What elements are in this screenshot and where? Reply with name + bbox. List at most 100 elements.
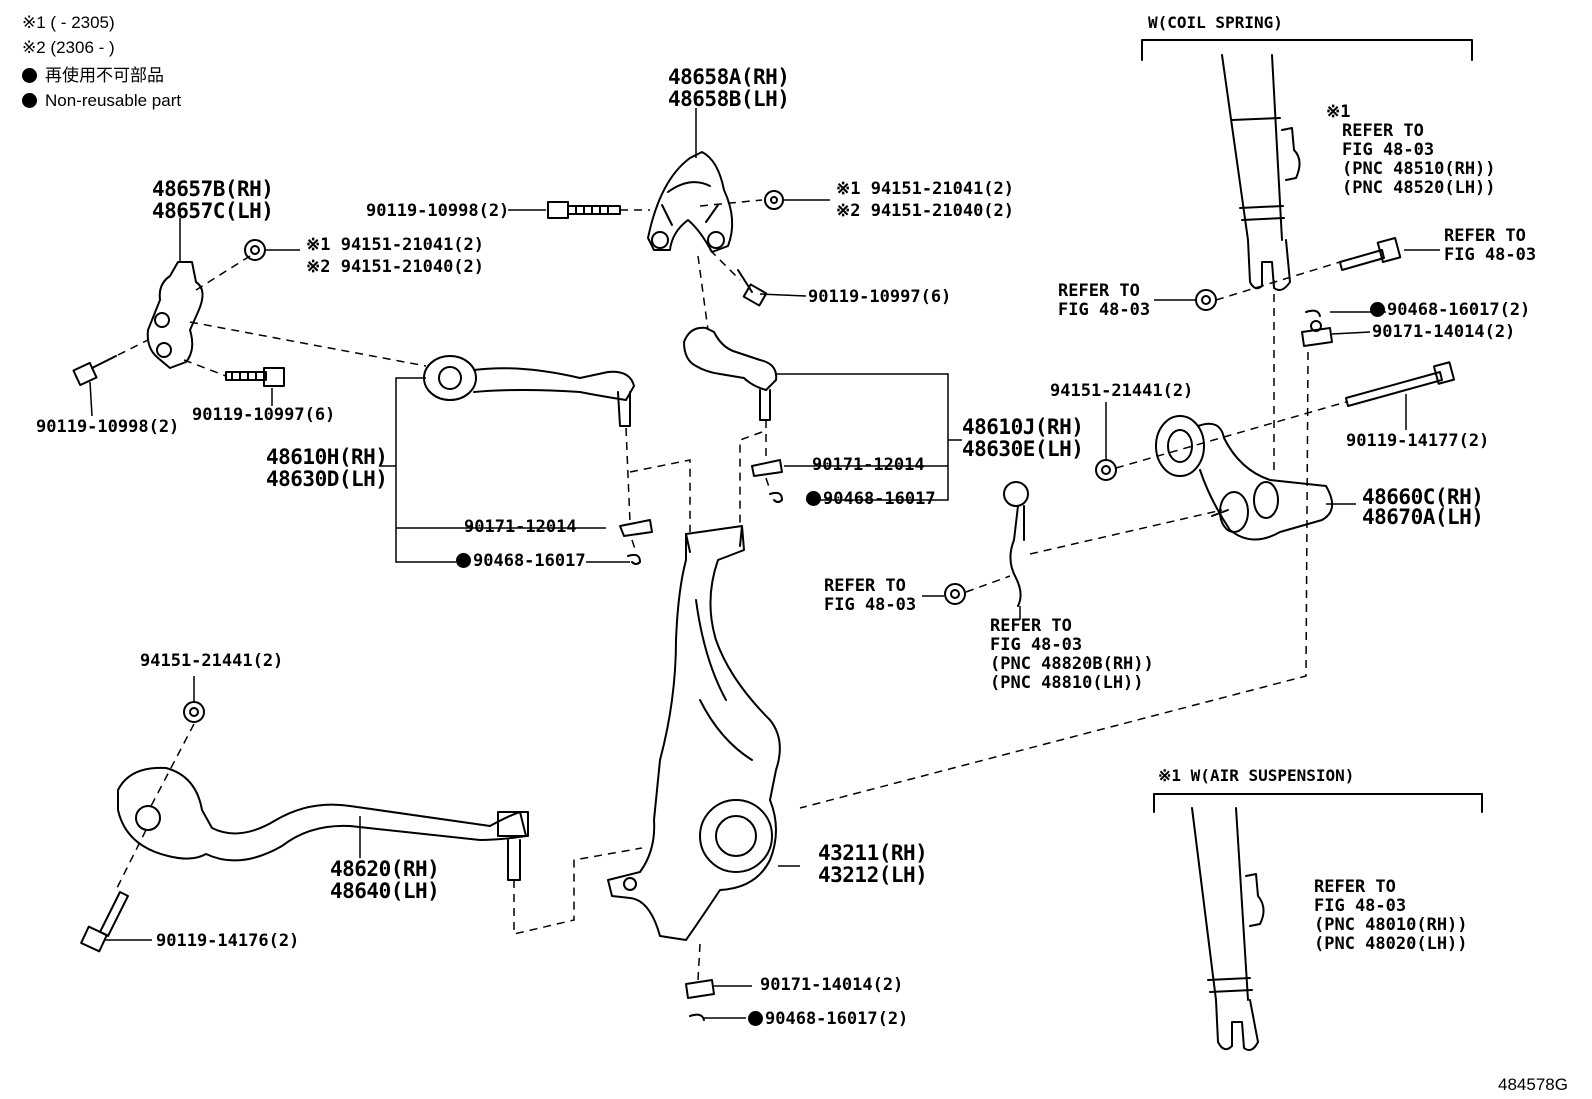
nonreusable-dot-icon bbox=[22, 68, 37, 83]
refer-coil-line-5[interactable]: (PNC 48520(LH)) bbox=[1342, 178, 1496, 198]
refer-coil-line-2[interactable]: REFER TO bbox=[1342, 121, 1424, 141]
upper-arm-shape bbox=[647, 151, 734, 253]
part-90119-10997-left[interactable]: 90119-10997(6) bbox=[192, 405, 336, 425]
coil-spring-header: W(COIL SPRING) bbox=[1148, 13, 1283, 32]
part-94151-21040-top[interactable]: ※2 94151-21040(2) bbox=[836, 201, 1015, 221]
upper-nut-shape bbox=[764, 190, 784, 210]
upper-small-bolt-shape bbox=[737, 269, 768, 307]
legend-jp-text: 再使用不可部品 bbox=[45, 66, 164, 85]
bracket-bolt-right-shape bbox=[225, 367, 285, 387]
coil-bolt-shape bbox=[1339, 237, 1402, 271]
nonreusable-dot-icon bbox=[22, 93, 37, 108]
part-90171-12014-left[interactable]: 90171-12014 bbox=[464, 517, 577, 537]
cotter-pin-left bbox=[627, 553, 641, 565]
part-48670A[interactable]: 48670A(LH) bbox=[1362, 505, 1484, 529]
nonreusable-dot-icon bbox=[748, 1011, 763, 1026]
stab-nut-shape bbox=[944, 583, 966, 605]
castle-nut-left bbox=[619, 519, 653, 537]
part-48658B[interactable]: 48658B(LH) bbox=[668, 87, 790, 111]
part-90468-16017-left[interactable]: 90468-16017 bbox=[456, 552, 586, 571]
part-90468-16017-right[interactable]: 90468-16017 bbox=[806, 490, 936, 509]
legend-nonreusable-jp: 再使用不可部品 bbox=[22, 63, 164, 88]
part-48620[interactable]: 48620(RH) bbox=[330, 857, 440, 881]
coil-nut-shape bbox=[1195, 289, 1217, 311]
cotter-pin-right bbox=[769, 491, 783, 503]
castle-nut-right bbox=[751, 459, 783, 477]
refer-air-line-3[interactable]: (PNC 48010(RH)) bbox=[1314, 915, 1468, 935]
part-90468-16017-bottom[interactable]: 90468-16017(2) bbox=[748, 1010, 908, 1029]
part-94151-21040-left[interactable]: ※2 94151-21040(2) bbox=[306, 257, 485, 277]
refer-left-line-2[interactable]: FIG 48-03 bbox=[1058, 300, 1151, 320]
knuckle-nut-shape bbox=[685, 979, 715, 999]
part-94151-21041-top[interactable]: ※1 94151-21041(2) bbox=[836, 179, 1015, 199]
part-48658A[interactable]: 48658A(RH) bbox=[668, 65, 790, 89]
part-94151-21441-mid[interactable]: 94151-21441(2) bbox=[1050, 381, 1194, 401]
pin-top-right bbox=[1305, 309, 1321, 317]
part-number-text: 90468-16017 bbox=[473, 551, 586, 571]
coil-strut-shape bbox=[1221, 54, 1301, 291]
arm-j-shape bbox=[683, 326, 778, 421]
part-90468-16017-top[interactable]: 90468-16017(2) bbox=[1370, 301, 1530, 320]
figure-id: 484578G bbox=[1498, 1075, 1568, 1094]
part-90171-12014-right[interactable]: 90171-12014 bbox=[812, 455, 925, 475]
part-48640[interactable]: 48640(LH) bbox=[330, 879, 440, 903]
part-90171-14014-bottom[interactable]: 90171-14014(2) bbox=[760, 975, 904, 995]
arm-h-shape bbox=[423, 355, 635, 427]
refer-mid-line-2[interactable]: FIG 48-03 bbox=[824, 595, 917, 615]
refer-right-line-2[interactable]: FIG 48-03 bbox=[1444, 245, 1537, 265]
part-43211[interactable]: 43211(RH) bbox=[818, 841, 928, 865]
part-90119-14176[interactable]: 90119-14176(2) bbox=[156, 931, 300, 951]
refer-stab-line-1[interactable]: REFER TO bbox=[990, 616, 1072, 636]
part-48610H[interactable]: 48610H(RH) bbox=[266, 445, 388, 469]
part-43212[interactable]: 43212(LH) bbox=[818, 863, 928, 887]
nonreusable-dot-icon bbox=[806, 491, 821, 506]
air-strut-shape bbox=[1191, 807, 1265, 1051]
part-90119-14177[interactable]: 90119-14177(2) bbox=[1346, 431, 1490, 451]
air-suspension-bracket-line bbox=[1153, 793, 1483, 813]
part-48630D[interactable]: 48630D(LH) bbox=[266, 467, 388, 491]
part-90171-14014-top[interactable]: 90171-14014(2) bbox=[1372, 322, 1516, 342]
stabilizer-link-shape bbox=[1003, 481, 1029, 607]
nonreusable-dot-icon bbox=[1370, 302, 1385, 317]
refer-right-line-1[interactable]: REFER TO bbox=[1444, 226, 1526, 246]
knuckle-pin-shape bbox=[689, 1013, 705, 1021]
part-48630E[interactable]: 48630E(LH) bbox=[962, 437, 1084, 461]
lower-front-arm-shape bbox=[117, 766, 529, 881]
refer-stab-line-3[interactable]: (PNC 48820B(RH)) bbox=[990, 654, 1154, 674]
refer-coil-line-3[interactable]: FIG 48-03 bbox=[1342, 140, 1435, 160]
long-bolt-shape bbox=[1345, 361, 1456, 407]
refer-stab-line-2[interactable]: FIG 48-03 bbox=[990, 635, 1083, 655]
nonreusable-dot-icon bbox=[456, 553, 471, 568]
coil-spring-bracket-line bbox=[1141, 39, 1473, 61]
refer-air-line-2[interactable]: FIG 48-03 bbox=[1314, 896, 1407, 916]
part-48660C[interactable]: 48660C(RH) bbox=[1362, 485, 1484, 509]
lower-nut-shape bbox=[1095, 459, 1117, 481]
refer-coil-line-4[interactable]: (PNC 48510(RH)) bbox=[1342, 159, 1496, 179]
bracket-bolt-left-shape bbox=[72, 355, 117, 387]
part-48657C[interactable]: 48657C(LH) bbox=[152, 199, 274, 223]
part-number-text: 90468-16017 bbox=[823, 489, 936, 509]
part-number-text: 90468-16017(2) bbox=[1387, 300, 1531, 320]
part-number-text: 90468-16017(2) bbox=[765, 1009, 909, 1029]
refer-air-line-1[interactable]: REFER TO bbox=[1314, 877, 1396, 897]
refer-coil-note: ※1 bbox=[1326, 102, 1351, 122]
refer-air-line-4[interactable]: (PNC 48020(LH)) bbox=[1314, 934, 1468, 954]
steering-knuckle-shape bbox=[607, 525, 781, 941]
part-90119-10997-top[interactable]: 90119-10997(6) bbox=[808, 287, 952, 307]
refer-stab-line-4[interactable]: (PNC 48810(LH)) bbox=[990, 673, 1144, 693]
part-48657B[interactable]: 48657B(RH) bbox=[152, 177, 274, 201]
part-94151-21041-left[interactable]: ※1 94151-21041(2) bbox=[306, 235, 485, 255]
part-94151-21441-left[interactable]: 94151-21441(2) bbox=[140, 651, 284, 671]
lower-rear-arm-shape bbox=[1155, 415, 1333, 541]
air-suspension-header: ※1 W(AIR SUSPENSION) bbox=[1158, 766, 1355, 785]
refer-left-line-1[interactable]: REFER TO bbox=[1058, 281, 1140, 301]
part-90119-10998-left[interactable]: 90119-10998(2) bbox=[36, 417, 180, 437]
refer-mid-line-1[interactable]: REFER TO bbox=[824, 576, 906, 596]
part-48610J[interactable]: 48610J(RH) bbox=[962, 415, 1084, 439]
legend-note-2: ※2 (2306 - ) bbox=[22, 38, 115, 57]
legend-en-text: Non-reusable part bbox=[45, 91, 182, 110]
lower-front-nut-shape bbox=[183, 701, 205, 723]
part-90119-10998-top[interactable]: 90119-10998(2) bbox=[366, 201, 510, 221]
